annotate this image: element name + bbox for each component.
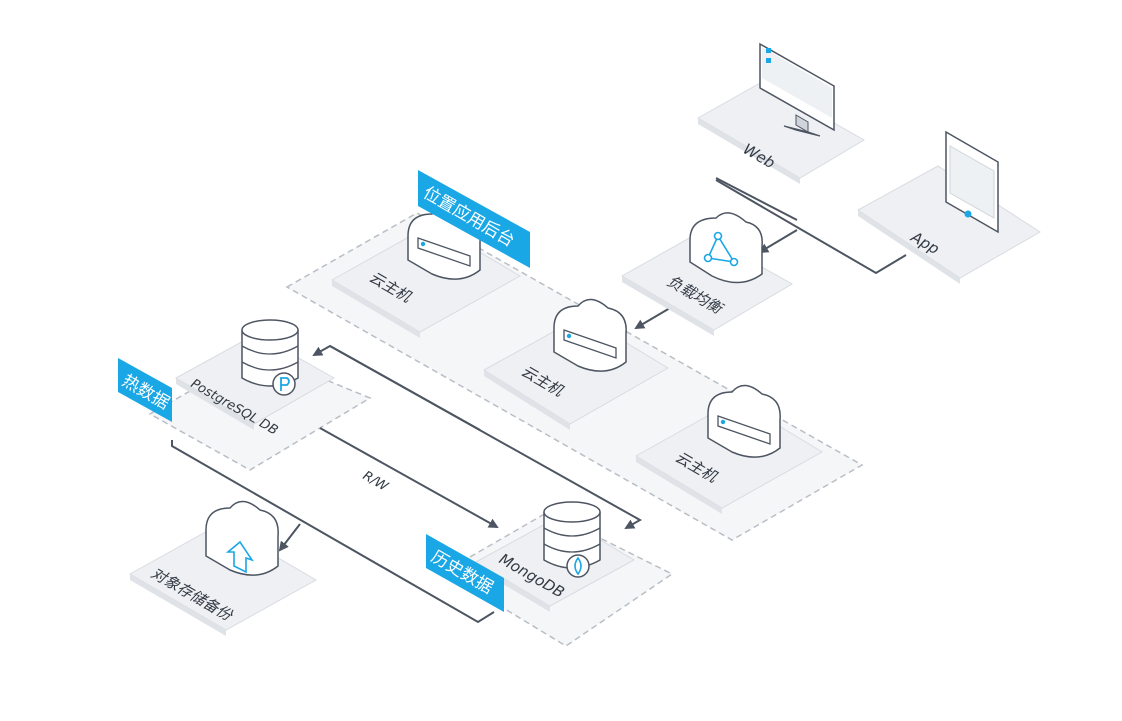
cloud-server-icon — [707, 384, 781, 458]
junction-to-lb-arrow — [758, 229, 798, 254]
connectors — [171, 177, 907, 624]
postgresql-badge-icon — [272, 372, 296, 396]
app-host-2[interactable]: 云主机 — [483, 298, 669, 430]
hot-data-tag: 热数据 — [118, 358, 173, 422]
load-balancer-icon — [689, 212, 763, 284]
load-balancer[interactable]: 负载均衡 — [620, 212, 793, 336]
backup-arrow — [278, 523, 301, 552]
web-client[interactable]: Web — [696, 42, 865, 184]
hot-to-backup-line — [171, 440, 495, 624]
app-to-lb-line — [715, 179, 907, 275]
app-host-3[interactable]: 云主机 — [635, 384, 823, 514]
app-client[interactable]: App — [857, 130, 1041, 284]
mongodb-badge-icon — [566, 554, 590, 578]
database-icon — [241, 319, 299, 387]
hosts-to-mongo-line — [329, 345, 643, 529]
database-icon — [543, 501, 601, 569]
tablet-icon — [945, 130, 999, 234]
cloud-server-icon — [553, 298, 627, 372]
monitor-icon — [759, 42, 835, 137]
web-to-lb-line — [715, 177, 798, 221]
cloud-upload-icon — [205, 500, 279, 576]
lb-to-hosts-arrow — [634, 307, 671, 330]
object-storage-backup[interactable]: 对象存储备份 — [128, 500, 318, 636]
rw-label: R/W — [360, 468, 391, 495]
app-host-1[interactable]: 云主机 — [330, 206, 522, 338]
rw-arrow — [319, 427, 499, 528]
